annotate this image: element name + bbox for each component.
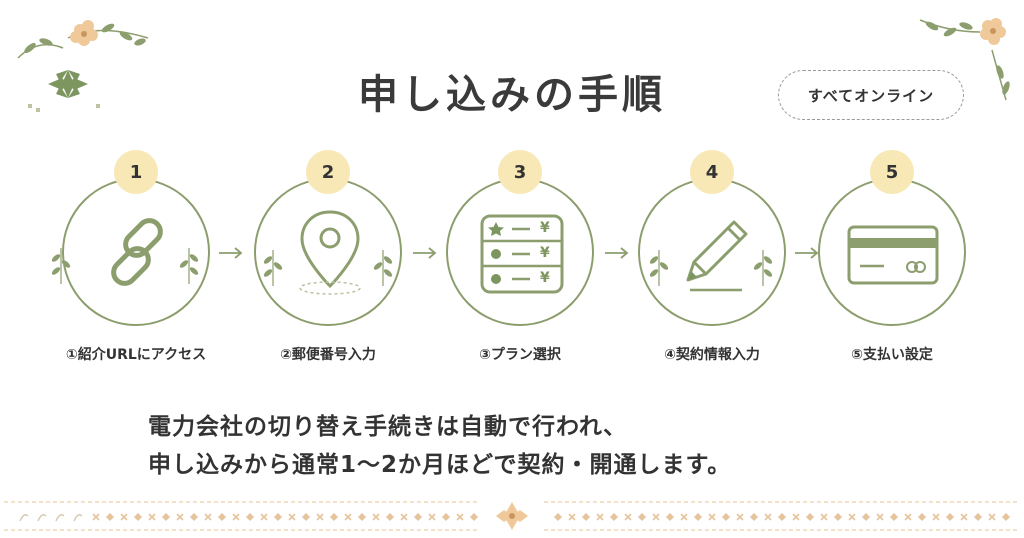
step-1-label: ①紹介URLにアクセス: [65, 347, 207, 363]
yen-symbol: ¥: [540, 245, 550, 261]
description-line-2: 申し込みから通常1〜2か月ほどで契約・開通します。: [148, 452, 732, 478]
step-4-number: 4: [690, 150, 734, 194]
floral-decoration-top-right: [919, 18, 1010, 101]
leaf-sprig-icon: [179, 248, 199, 284]
map-pin-icon: [299, 210, 361, 295]
step-3-label: ③プラン選択: [479, 347, 561, 363]
leaf-sprig-icon: [373, 250, 393, 286]
step-3-circle: ¥ ¥ ¥: [446, 178, 594, 326]
leaf-sprig-icon: [753, 250, 773, 286]
decorative-border: [4, 501, 1020, 531]
step-5-circle: [818, 178, 966, 326]
step-2-number: 2: [306, 150, 350, 194]
floral-decoration-top-left: [17, 20, 149, 112]
description-line-1: 電力会社の切り替え手続きは自動で行われ、: [148, 414, 628, 440]
border-pattern: [496, 502, 528, 530]
step-3-number: 3: [498, 150, 542, 194]
link-icon: [111, 218, 163, 286]
leaf-sprig-icon: [263, 250, 283, 286]
credit-card-icon: [847, 225, 939, 285]
arrow-right-icon: [412, 245, 438, 259]
arrow-right-icon: [794, 245, 820, 259]
pencil-icon: [686, 220, 748, 292]
yen-symbol: ¥: [540, 220, 550, 236]
step-1-number: 1: [114, 150, 158, 194]
step-2-label: ②郵便番号入力: [280, 347, 376, 363]
arrow-right-icon: [604, 245, 630, 259]
description: 電力会社の切り替え手続きは自動で行われ、 申し込みから通常1〜2か月ほどで契約・…: [148, 408, 988, 484]
step-4-label: ④契約情報入力: [664, 347, 760, 363]
step-1-circle: [62, 178, 210, 326]
leaf-sprig-icon: [649, 250, 669, 286]
step-2-circle: [254, 178, 402, 326]
step-5-number: 5: [870, 150, 914, 194]
all-online-badge: すべてオンライン: [778, 70, 964, 120]
plan-list-icon: [480, 214, 564, 294]
step-4-circle: [638, 178, 786, 326]
yen-symbol: ¥: [540, 270, 550, 286]
step-5-label: ⑤支払い設定: [851, 347, 933, 363]
leaf-sprig-icon: [51, 248, 71, 284]
arrow-right-icon: [218, 245, 244, 259]
border-diamond-pattern: [19, 513, 1010, 522]
page-title: 申し込みの手順: [358, 72, 666, 118]
